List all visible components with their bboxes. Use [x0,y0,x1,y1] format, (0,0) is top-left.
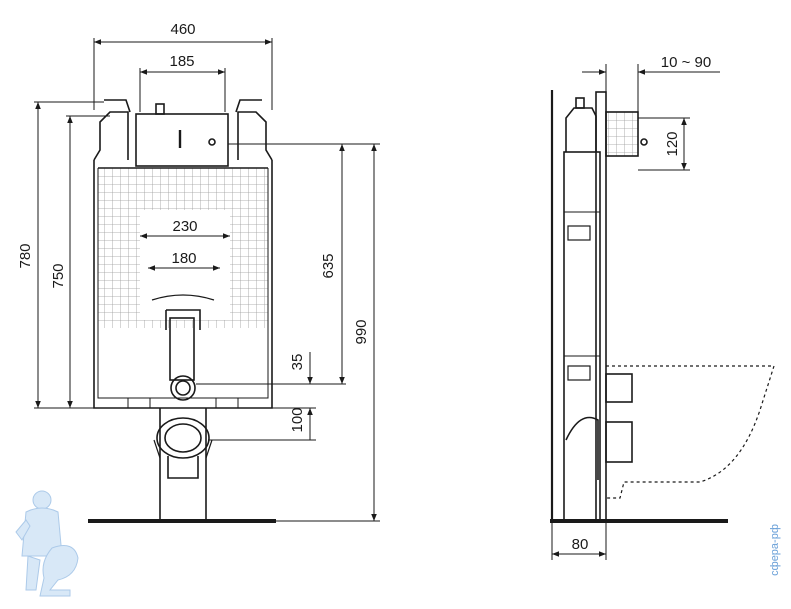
label-total-height: 990 [353,319,370,344]
side-flush-nozzle [640,138,648,146]
label-inner-width: 230 [172,218,197,235]
side-flush-box [605,111,639,157]
front-elbow [156,417,210,459]
side-view [550,90,728,523]
front-elbow-neck [167,456,199,479]
label-total-width: 460 [170,21,195,38]
plumber-mascot-icon [15,490,79,597]
side-bolt-lower [605,421,633,463]
front-inlet-nozzle [208,138,216,146]
front-frame-inner [97,168,269,399]
side-dimensions [551,64,720,560]
front-bracket-plate [151,294,215,301]
front-right-bracket [237,111,273,161]
front-left-bracket [93,111,129,161]
front-drain-top [165,309,201,330]
label-drain-offset: 100 [289,407,306,432]
front-elbow-fins [153,439,213,459]
side-inlet-valve [575,97,585,109]
front-support-leg [159,408,207,521]
side-elbow [565,416,599,480]
front-frame-outer [93,160,273,409]
side-cistern [565,107,597,152]
front-drain-pipe [169,317,195,381]
front-pipe-outlet-inner [175,380,191,396]
front-hooks [104,99,262,113]
front-inlet-valve [155,103,165,115]
label-frame-depth: 80 [572,536,589,553]
label-cistern-height: 120 [664,131,681,156]
front-mesh-cutout [140,210,230,320]
label-top-width: 185 [169,53,194,70]
label-pipe-offset: 35 [289,354,306,371]
side-bolt-upper [605,373,633,403]
front-elbow-inner [164,423,202,453]
front-foot-right [215,397,239,409]
label-bolt-spacing: 180 [171,250,196,267]
front-view [88,99,276,523]
label-height-outer: 780 [17,243,34,268]
label-height-inner: 750 [50,263,67,288]
front-pipe-outlet [170,375,196,401]
side-frame-column [563,151,601,521]
front-foot-left [127,397,151,409]
side-toilet-bowl-outline [606,365,775,499]
side-front-plate [595,91,607,521]
side-bracket-lower [567,365,591,381]
front-cistern [135,113,229,167]
label-drain-height: 635 [320,253,337,278]
front-dimensions [34,38,380,522]
watermark-text: сфера-рф [769,524,781,576]
side-bracket-upper [567,225,591,241]
label-depth-adjust: 10 ~ 90 [661,54,711,71]
